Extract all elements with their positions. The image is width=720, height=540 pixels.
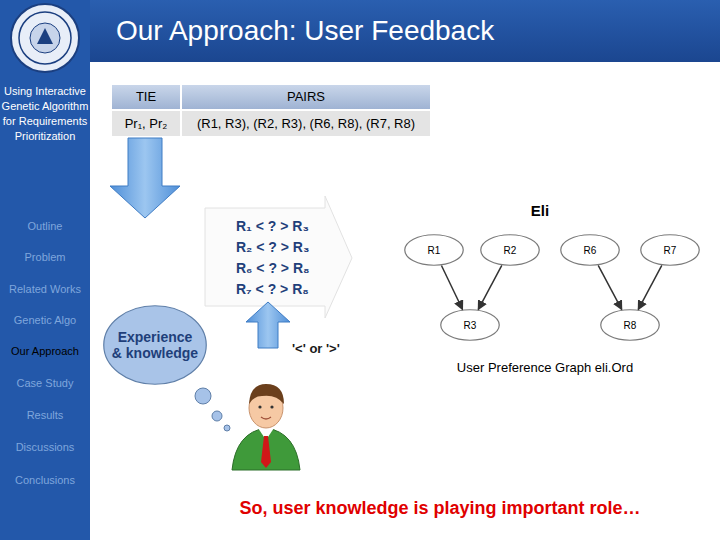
table-header: TIE <box>112 89 180 104</box>
header-bar <box>90 0 720 62</box>
tie-table <box>112 85 430 136</box>
outline-item: Results <box>0 409 90 421</box>
node-text: R3 <box>448 320 492 331</box>
graph-caption: User Preference Graph eli.Ord <box>425 360 665 375</box>
requirement-node: R6 <box>560 234 620 266</box>
outline-item: Outline <box>0 220 90 232</box>
sidebar <box>0 0 90 540</box>
outline-item: Genetic Algo <box>0 314 90 326</box>
conclusion-note: So, user knowledge is playing important … <box>180 498 700 519</box>
node-text: R1 <box>412 245 456 256</box>
requirement-node: R7 <box>640 234 700 266</box>
pair-question: R₂ < ? > R₃ <box>236 239 326 255</box>
requirement-node: R8 <box>600 309 660 341</box>
node-text: R7 <box>648 245 692 256</box>
preference-arrow <box>441 266 462 310</box>
answer-hint: '<' or '>' <box>292 341 362 356</box>
university-logo <box>11 4 79 72</box>
requirement-node: R1 <box>404 234 464 266</box>
outline-item: Problem <box>0 251 90 263</box>
node-text: R8 <box>608 320 652 331</box>
pairs-backdrop-arrow <box>205 196 352 318</box>
outline-item: Discussions <box>0 441 90 453</box>
pair-question: R₆ < ? > R₈ <box>236 260 326 276</box>
up-arrow <box>246 302 290 348</box>
thought-dots <box>195 388 230 431</box>
table-header: PAIRS <box>182 89 430 104</box>
down-arrow <box>110 138 180 218</box>
thought-bubble: Experience & knowledge <box>103 305 207 385</box>
node-text: R2 <box>488 245 532 256</box>
outline-item: Conclusions <box>0 474 90 486</box>
outline-item: Our Approach <box>0 345 90 357</box>
pair-question: R₁ < ? > R₃ <box>236 218 326 234</box>
requirement-node: R3 <box>440 309 500 341</box>
sidebar-title: Using Interactive Genetic Algorithm for … <box>0 84 90 144</box>
slide-title: Our Approach: User Feedback <box>116 15 716 47</box>
outline-item: Case Study <box>0 377 90 389</box>
requirement-node: R2 <box>480 234 540 266</box>
user-name: Eli <box>515 202 565 219</box>
node-text: Experience & knowledge <box>111 329 199 361</box>
preference-arrow <box>638 265 662 309</box>
outline-item: Related Works <box>0 283 90 295</box>
node-text: R6 <box>568 245 612 256</box>
pair-question: R₇ < ? > R₈ <box>236 281 326 297</box>
table-cell: Pr₁, Pr₂ <box>112 116 180 131</box>
table-cell: (R1, R3), (R2, R3), (R6, R8), (R7, R8) <box>182 116 430 131</box>
user-figure <box>232 384 300 470</box>
preference-arrow <box>598 265 622 309</box>
preference-arrow <box>478 265 502 309</box>
